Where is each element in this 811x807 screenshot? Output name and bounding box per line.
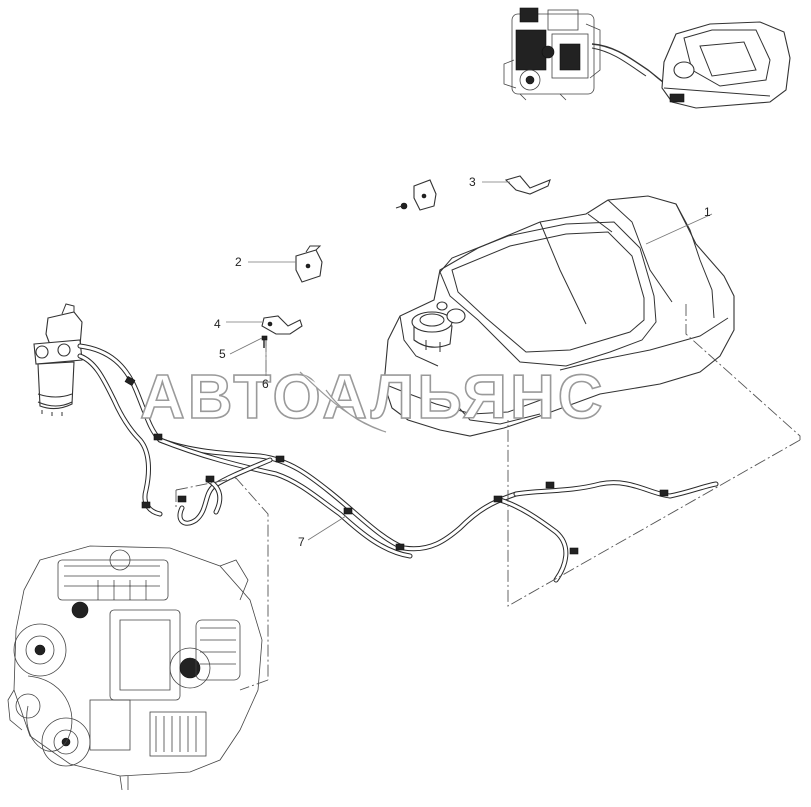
bracket-4 <box>261 315 303 335</box>
fuel-hose-7 <box>77 343 719 583</box>
filler-neck <box>411 301 466 352</box>
callout-6: 6 <box>262 377 269 391</box>
overview-tank-illustration <box>661 21 791 109</box>
overview-engine-illustration <box>503 7 601 101</box>
watermark-swoosh <box>299 371 387 433</box>
callout-7: 7 <box>298 535 305 549</box>
callout-3: 3 <box>469 175 476 189</box>
overview-inset <box>503 7 791 109</box>
fuel-tank <box>383 195 735 437</box>
assembly-lines <box>175 304 801 691</box>
watermark-text: АВТОАЛЬЯНС <box>140 363 606 432</box>
bracket-2 <box>295 245 323 283</box>
bracket-3 <box>395 175 551 211</box>
callout-2: 2 <box>235 255 242 269</box>
callout-5: 5 <box>219 347 226 361</box>
engine-illustration <box>7 545 263 791</box>
fuel-filter <box>33 303 83 416</box>
callout-4: 4 <box>214 317 221 331</box>
callout-1: 1 <box>704 205 711 219</box>
leader-lines <box>226 181 713 541</box>
